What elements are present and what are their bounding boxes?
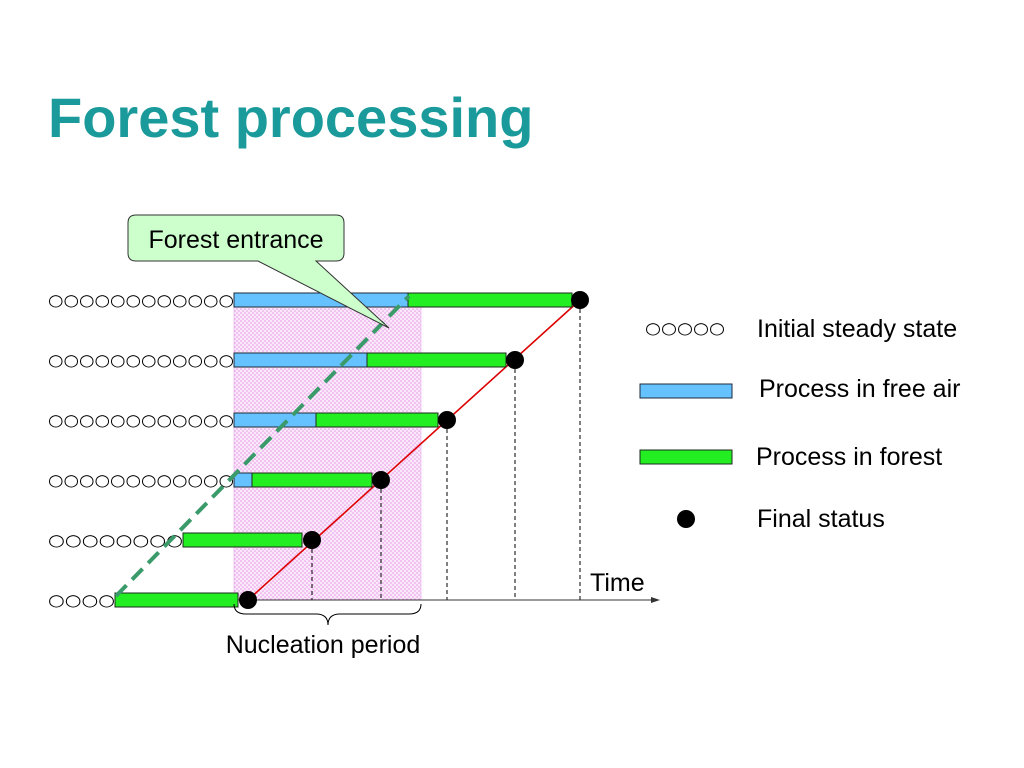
row-2-initial-state: ○○○○○○○○○○○○	[48, 351, 234, 370]
time-axis-label: Time	[590, 569, 645, 597]
row-5-forest-bar	[182, 532, 303, 548]
row-3-final-status-dot	[438, 411, 456, 429]
legend-forest-label: Process in forest	[756, 443, 942, 471]
row-1-final-status-dot	[571, 291, 589, 309]
nucleation-brace	[233, 603, 422, 626]
legend-final-status-dot	[677, 510, 695, 528]
row-4-final-status-dot	[372, 471, 390, 489]
legend-free-air-label: Process in free air	[759, 375, 960, 403]
slide-title: Forest processing	[48, 86, 533, 149]
row-4-initial-state: ○○○○○○○○○○○○	[48, 471, 234, 490]
final-status-line	[247, 299, 581, 601]
nucleation-region	[233, 292, 422, 601]
legend-initial-label: Initial steady state	[757, 315, 957, 343]
callout-bubble	[127, 214, 390, 329]
row-2-final-status-dot	[506, 351, 524, 369]
row-2-forest-bar	[366, 352, 507, 368]
row-1-forest-bar	[407, 292, 573, 308]
time-axis-arrow-icon	[651, 597, 660, 603]
forest-entrance-callout: Forest entrance	[127, 214, 390, 329]
nucleation-period-label: Nucleation period	[226, 631, 421, 659]
row-6-initial-state: ○○○○	[48, 591, 115, 610]
legend: ○○○○○ Initial steady state Process in fr…	[639, 315, 960, 533]
row-3-free-air-bar	[233, 412, 317, 428]
row-4-forest-bar	[251, 472, 373, 488]
row-5-initial-state: ○○○○○○○○	[48, 531, 183, 550]
row-3-forest-bar	[315, 412, 439, 428]
row-5-final-status-dot	[303, 531, 321, 549]
row-1-free-air-bar	[233, 292, 409, 308]
row-6-forest-bar	[114, 592, 239, 608]
legend-free-air-swatch	[639, 383, 733, 399]
row-6-final-status-dot	[239, 591, 257, 609]
legend-forest-swatch	[639, 449, 733, 465]
row-1-initial-state: ○○○○○○○○○○○○	[48, 291, 234, 310]
forest-entrance-line	[114, 294, 411, 598]
callout-label: Forest entrance	[148, 226, 323, 254]
legend-initial-symbol: ○○○○○	[645, 319, 725, 338]
row-3-initial-state: ○○○○○○○○○○○○	[48, 411, 234, 430]
legend-final-label: Final status	[757, 505, 885, 533]
